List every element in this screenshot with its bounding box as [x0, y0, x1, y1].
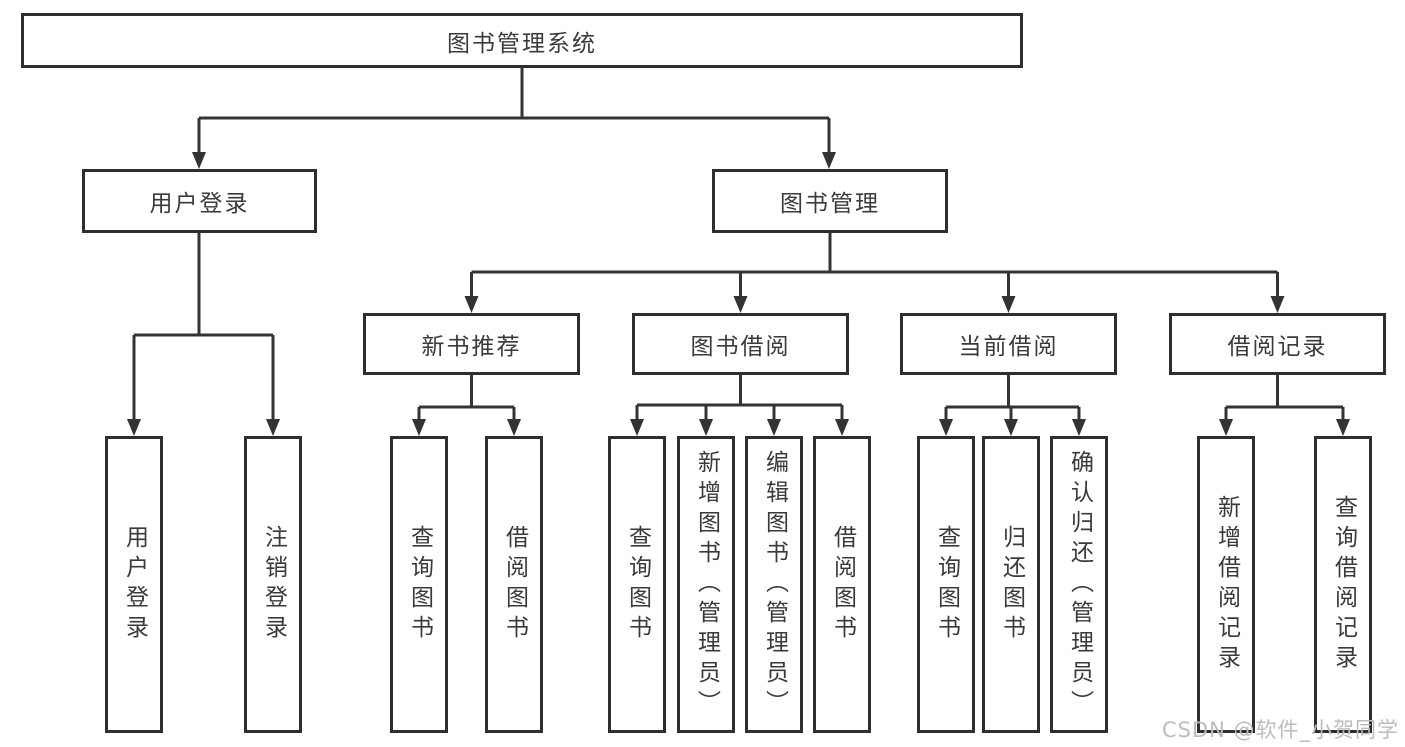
leaf-confirm-return-admin: 确认归还（管理员） [1050, 436, 1108, 733]
leaf-add-borrow-record: 新增借阅记录 [1197, 436, 1255, 733]
node-borrow-records: 借阅记录 [1169, 313, 1386, 375]
node-label: 确认归还（管理员） [1066, 449, 1093, 720]
node-label: 查询借阅记录 [1330, 494, 1357, 675]
leaf-query-books-current: 查询图书 [917, 436, 975, 733]
node-label: 用户登录 [121, 524, 148, 645]
node-label: 查询图书 [406, 524, 433, 645]
node-label: 新增借阅记录 [1213, 494, 1240, 675]
node-library-management-system: 图书管理系统 [21, 13, 1023, 68]
node-label: 新增图书（管理员） [693, 449, 720, 720]
leaf-edit-books-admin: 编辑图书（管理员） [745, 436, 803, 733]
node-label: 查询图书 [624, 524, 651, 645]
leaf-return-books: 归还图书 [982, 436, 1040, 733]
node-label: 图书管理 [780, 191, 880, 217]
node-label: 借阅图书 [501, 524, 528, 645]
leaf-query-borrow-record: 查询借阅记录 [1314, 436, 1372, 733]
connector-book-management-to-level3 [464, 233, 1285, 313]
node-label: 编辑图书（管理员） [761, 449, 788, 720]
node-label: 当前借阅 [958, 334, 1059, 360]
connector-current-borrow-children [939, 375, 1086, 436]
node-label: 图书借阅 [690, 334, 791, 360]
node-label: 用户登录 [149, 191, 250, 217]
node-label: 注销登录 [260, 524, 287, 645]
leaf-logout: 注销登录 [244, 436, 302, 733]
leaf-user-login: 用户登录 [105, 436, 163, 733]
leaf-borrow-books-newbook: 借阅图书 [485, 436, 543, 733]
connector-borrow-records-children [1219, 375, 1350, 436]
node-label: 借阅图书 [829, 524, 856, 645]
node-current-borrow: 当前借阅 [900, 313, 1117, 375]
node-book-borrow: 图书借阅 [632, 313, 849, 375]
connector-user-login-children [127, 233, 280, 436]
connector-new-book-children [412, 375, 521, 436]
leaf-query-books-newbook: 查询图书 [390, 436, 448, 733]
leaf-add-books-admin: 新增图书（管理员） [677, 436, 735, 733]
node-label: 借阅记录 [1227, 334, 1328, 360]
node-label: 新书推荐 [421, 334, 522, 360]
csdn-watermark: CSDN @软件_小贺同学 [1161, 718, 1399, 742]
leaf-query-books-borrow: 查询图书 [608, 436, 666, 733]
connector-root-to-level2 [192, 68, 836, 169]
node-new-book-recommend: 新书推荐 [363, 313, 580, 375]
leaf-borrow-books-borrow: 借阅图书 [813, 436, 871, 733]
node-user-login: 用户登录 [82, 169, 317, 233]
node-label: 归还图书 [998, 524, 1025, 645]
connector-book-borrow-children [630, 375, 849, 436]
node-book-management: 图书管理 [712, 169, 948, 233]
node-label: 查询图书 [933, 524, 960, 645]
node-label: 图书管理系统 [447, 30, 597, 57]
